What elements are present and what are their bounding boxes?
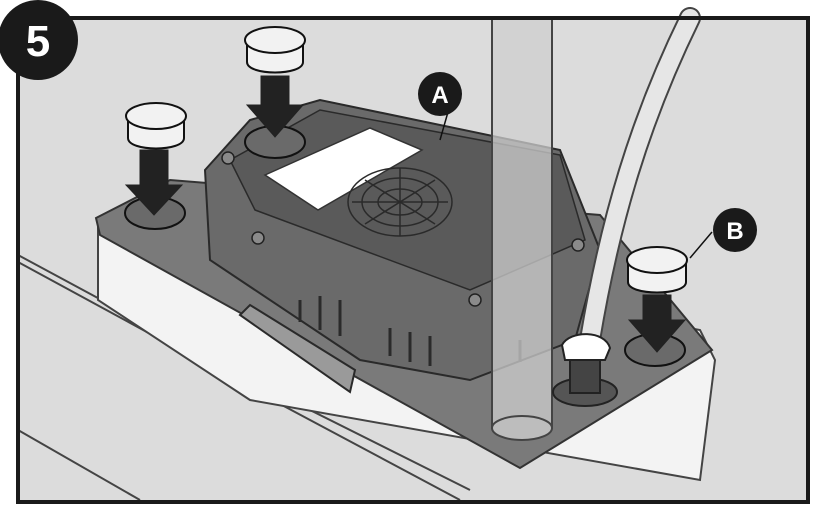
- plug-cap-left: [125, 102, 187, 150]
- callout-b-badge: [713, 208, 757, 252]
- down-arrow-left-icon: [124, 149, 184, 216]
- pump-vents: [298, 296, 522, 366]
- callout-a-badge: [418, 72, 462, 116]
- callout-b-leader: [689, 231, 713, 259]
- callout-b-label: B: [726, 218, 743, 245]
- fan-grille: [347, 167, 453, 237]
- plug-cap-right: [626, 246, 688, 294]
- plug-cap-top: [244, 26, 306, 74]
- pump-handle: [238, 303, 357, 394]
- callout-a-leader: [439, 111, 449, 141]
- callout-a-label: A: [431, 82, 448, 109]
- step-badge: [0, 0, 78, 80]
- illustration-frame: [16, 16, 810, 504]
- pump-label-panel: [263, 127, 424, 211]
- down-arrow-top-icon: [245, 75, 305, 138]
- vertical-pipe: [491, 17, 553, 441]
- hose-fitting: [552, 333, 618, 407]
- step-number: 5: [26, 17, 50, 66]
- down-arrow-right-icon: [627, 294, 687, 353]
